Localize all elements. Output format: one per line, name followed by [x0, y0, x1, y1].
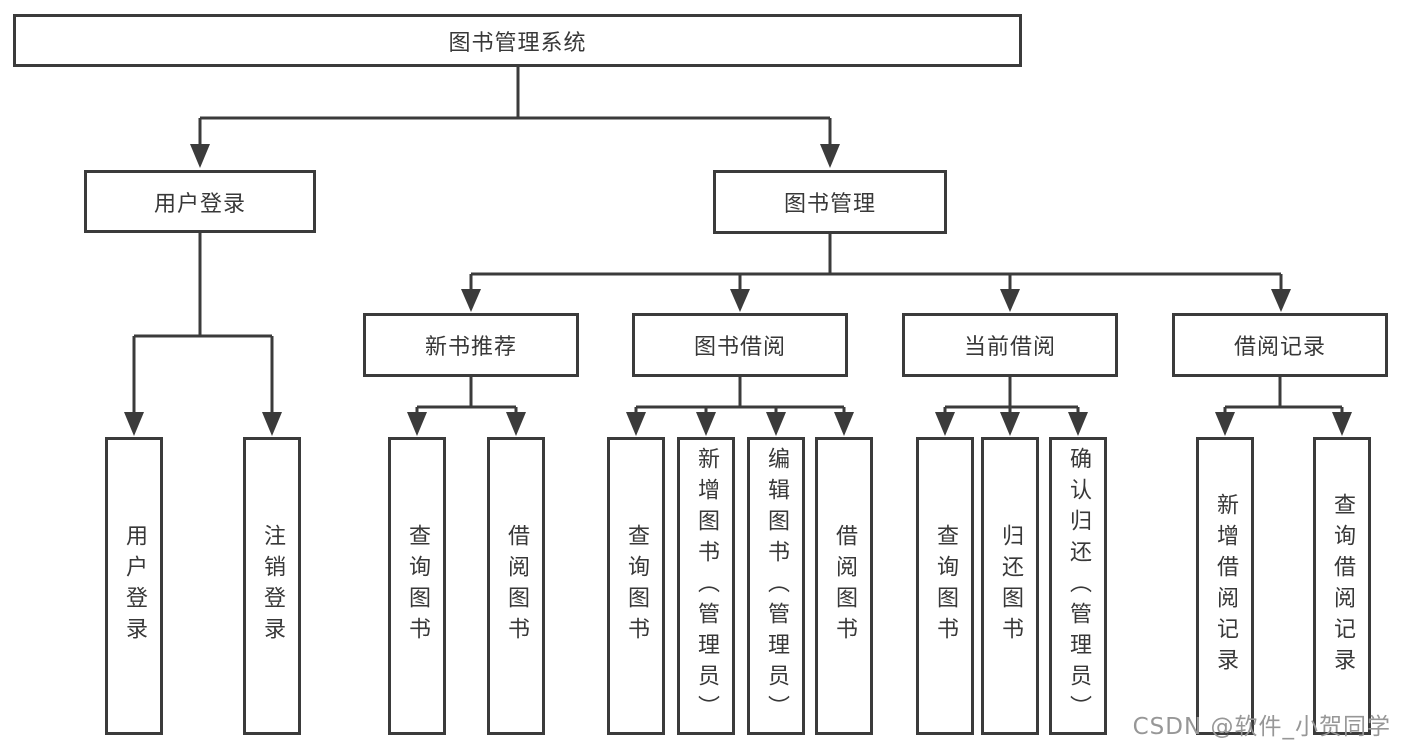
node-book-management: 图书管理 — [713, 170, 947, 234]
leaf-user-login-label: 用户登录 — [122, 524, 147, 648]
leaf-borrow-books-recommend: 借阅图书 — [487, 437, 545, 735]
node-borrow-records: 借阅记录 — [1172, 313, 1388, 377]
leaf-borrow-books-recommend-label: 借阅图书 — [504, 524, 529, 648]
watermark-text: CSDN @软件_小贺同学 — [1132, 714, 1391, 740]
leaf-query-books-recommend-label: 查询图书 — [405, 524, 430, 648]
leaf-query-books-recommend: 查询图书 — [388, 437, 446, 735]
leaf-borrow-books-label: 借阅图书 — [832, 524, 857, 648]
node-book-borrowing: 图书借阅 — [632, 313, 848, 377]
leaf-add-books-admin: 新增图书（管理员） — [677, 437, 735, 735]
leaf-query-books-borrowing-label: 查询图书 — [624, 524, 649, 648]
leaf-query-borrow-record-label: 查询借阅记录 — [1330, 493, 1355, 679]
leaf-query-books-borrowing: 查询图书 — [607, 437, 665, 735]
leaf-add-borrow-record-label: 新增借阅记录 — [1213, 493, 1238, 679]
leaf-add-borrow-record: 新增借阅记录 — [1196, 437, 1254, 735]
leaf-query-books-current-label: 查询图书 — [933, 524, 958, 648]
node-current-borrowing-label: 当前借阅 — [963, 335, 1056, 360]
leaf-user-login: 用户登录 — [105, 437, 163, 735]
leaf-confirm-return-admin-label: 确认归还（管理员） — [1066, 446, 1091, 726]
node-current-borrowing: 当前借阅 — [902, 313, 1118, 377]
node-library-system-label: 图书管理系统 — [448, 30, 587, 56]
leaf-query-borrow-record: 查询借阅记录 — [1313, 437, 1371, 735]
node-library-system: 图书管理系统 — [13, 14, 1022, 67]
leaf-edit-books-admin: 编辑图书（管理员） — [747, 437, 805, 735]
leaf-logout: 注销登录 — [243, 437, 301, 735]
leaf-return-books: 归还图书 — [981, 437, 1039, 735]
node-user-login: 用户登录 — [84, 170, 316, 233]
node-user-login-label: 用户登录 — [153, 191, 246, 217]
node-new-book-recommend: 新书推荐 — [363, 313, 579, 377]
leaf-borrow-books: 借阅图书 — [815, 437, 873, 735]
leaf-return-books-label: 归还图书 — [998, 524, 1023, 648]
leaf-confirm-return-admin: 确认归还（管理员） — [1049, 437, 1107, 735]
leaf-add-books-admin-label: 新增图书（管理员） — [694, 446, 719, 726]
node-book-borrowing-label: 图书借阅 — [693, 335, 786, 360]
node-borrow-records-label: 借阅记录 — [1233, 335, 1326, 360]
node-book-management-label: 图书管理 — [783, 192, 876, 217]
leaf-edit-books-admin-label: 编辑图书（管理员） — [764, 446, 789, 726]
leaf-query-books-current: 查询图书 — [916, 437, 974, 735]
leaf-logout-label: 注销登录 — [260, 524, 285, 648]
node-new-book-recommend-label: 新书推荐 — [424, 335, 517, 360]
